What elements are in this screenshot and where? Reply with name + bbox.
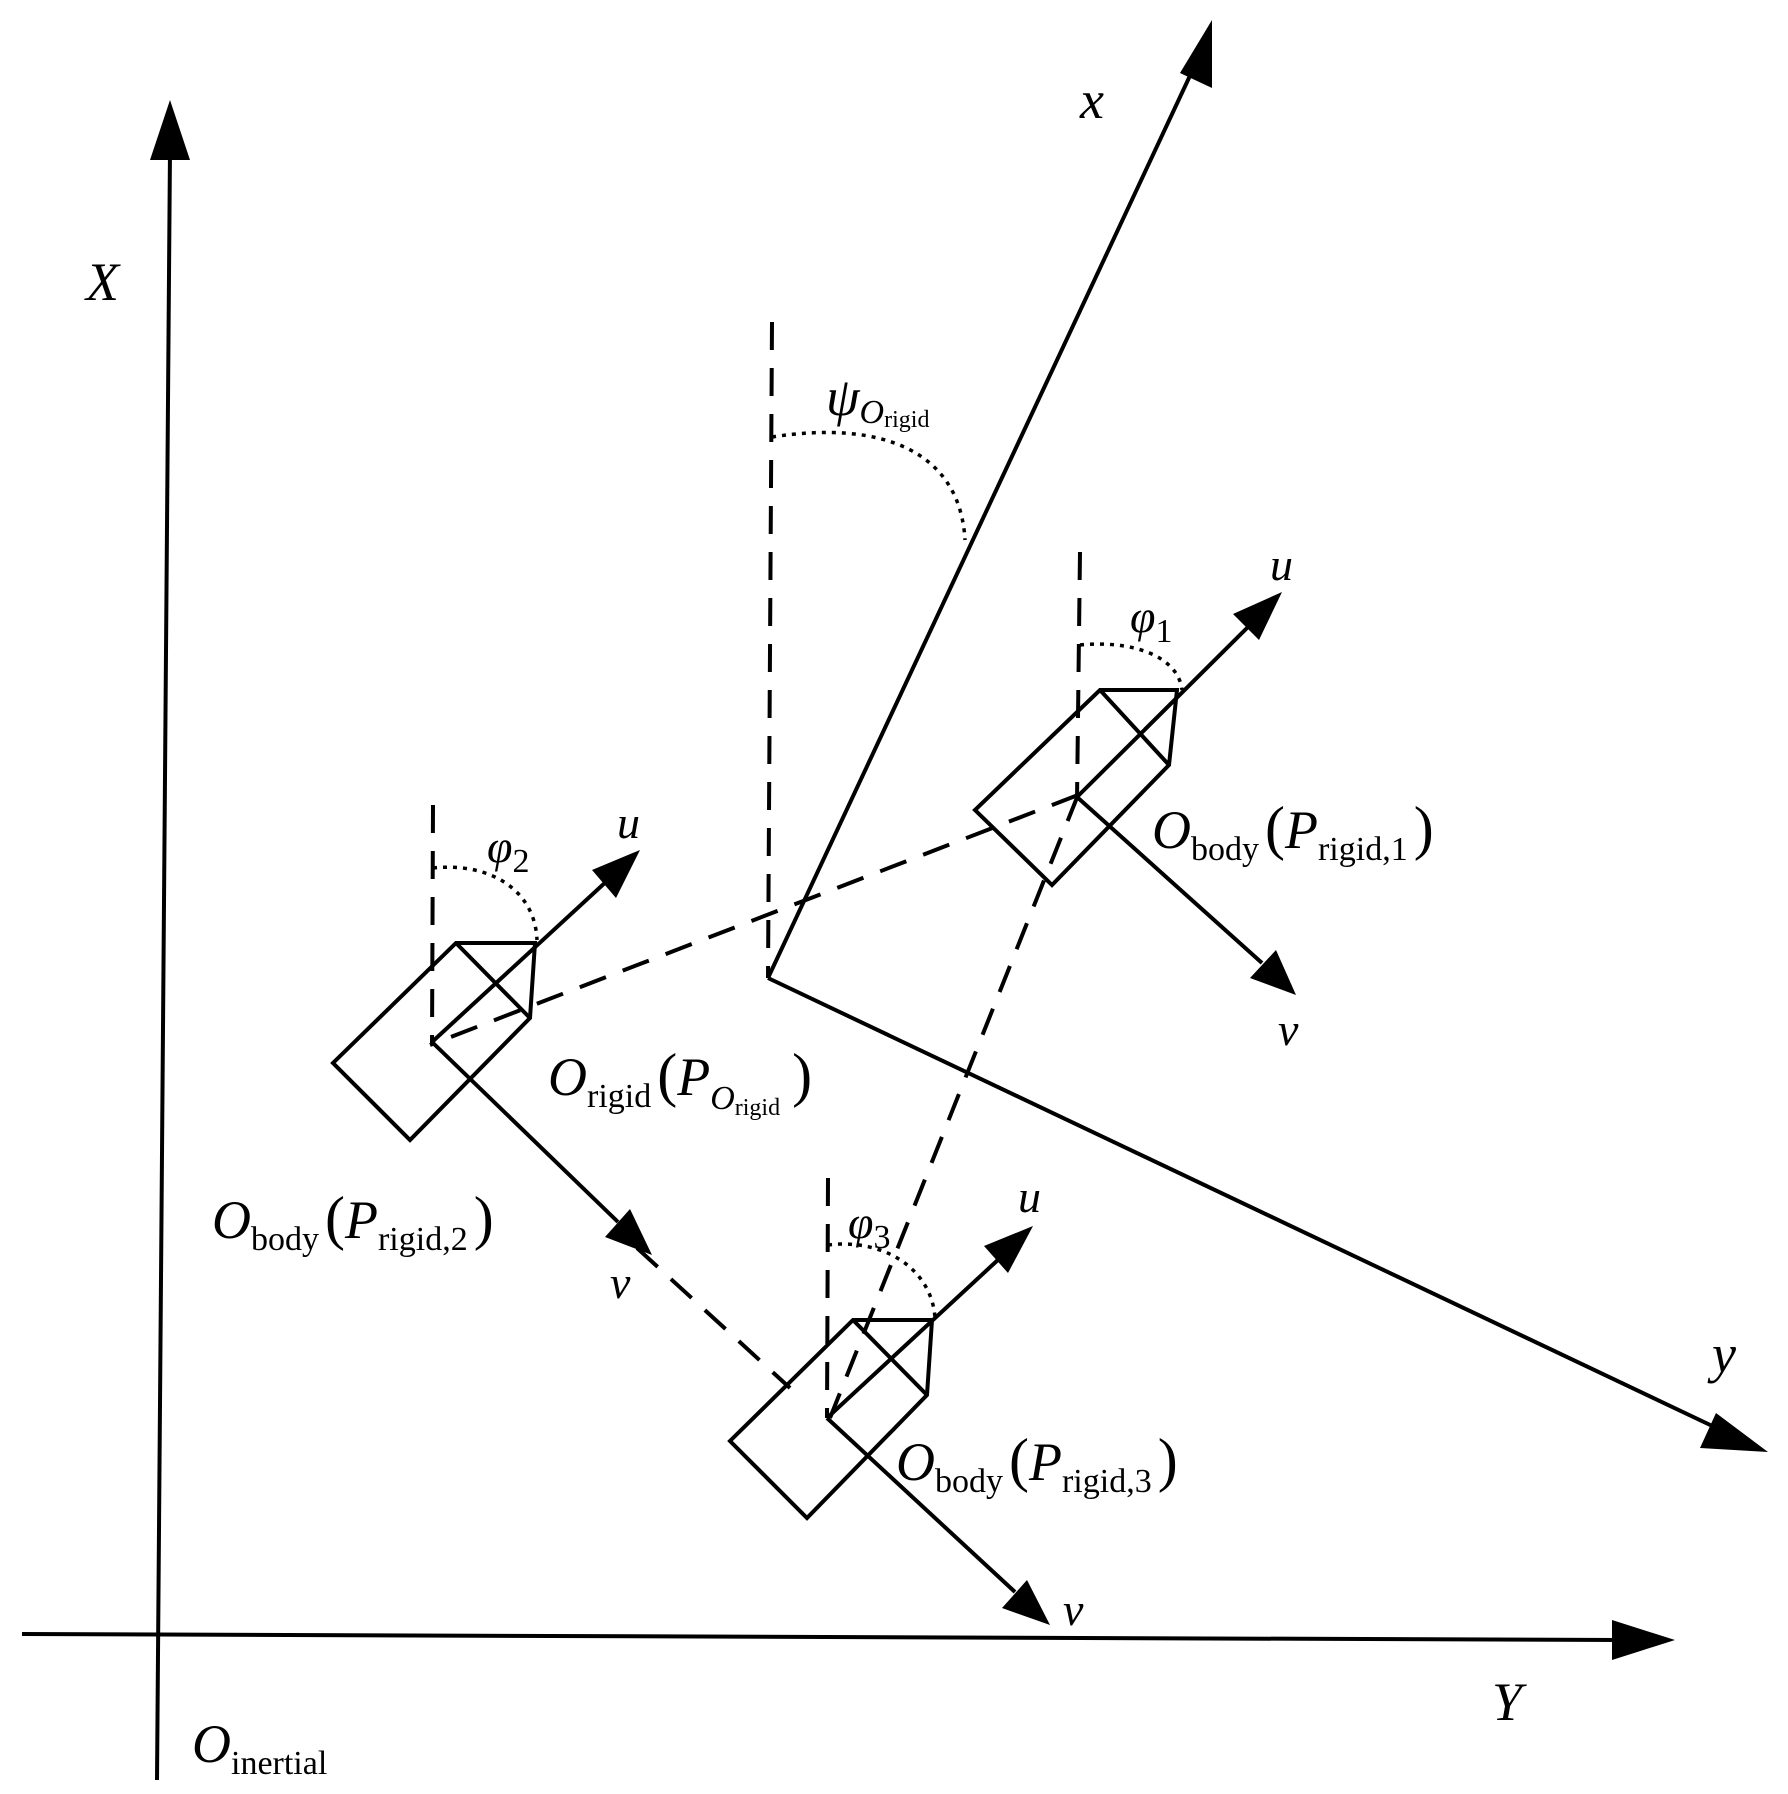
vessel-3-u-label: u [1018,1171,1041,1222]
vessel-3-v-axis [825,1416,1017,1594]
rigid-reference-line [766,321,774,979]
link-vessel-1-to-vessel-3 [828,794,1080,1419]
vessel-2-reference-line [430,804,435,1046]
vessel-3: u v φ3 Obody(Prigid,3) [727,1171,1178,1635]
inertial-x-label: X [84,252,121,312]
vessel-1-bow-line [1098,688,1171,767]
vessel-2-v-arrowhead [605,1209,652,1255]
vessel-1-v-label: v [1278,1004,1299,1055]
vessel-3-body-label: Obody(Prigid,3) [896,1427,1178,1500]
vessel-1-v-axis [1075,795,1264,965]
inertial-x-arrowhead [150,100,190,160]
rigid-x-axis [766,64,1197,979]
inertial-frame: X Y Oinertial [21,100,1675,1782]
vessel-1-reference-line [1075,551,1082,801]
link-rigid-to-vessel-1 [429,793,1079,1047]
rigid-y-arrowhead [1700,1413,1768,1452]
inertial-y-label: Y [1492,1672,1527,1732]
vessel-1-body-label: Obody(Prigid,1) [1152,795,1434,868]
vessel-1-phi-label: φ1 [1130,591,1172,650]
vessel-2-v-label: v [610,1257,631,1308]
vessel-3-u-arrowhead [984,1226,1033,1273]
vessel-2-u-arrowhead [592,850,640,898]
rigid-y-label: y [1707,1324,1736,1384]
vessel-2-u-label: u [617,797,640,848]
vessel-3-phi-label: φ3 [848,1197,890,1256]
vessel-1-u-axis [1075,623,1252,799]
formation-links [429,793,1080,1419]
rigid-heading-arc [771,430,967,541]
rigid-x-label: x [1079,70,1104,130]
inertial-y-axis [21,1632,1621,1642]
vessel-1: u v φ1 Obody(Prigid,1) [972,539,1434,1055]
vessel-1-u-label: u [1270,539,1293,590]
rigid-y-axis [767,976,1726,1434]
vessel-2-phi-label: φ2 [487,821,529,880]
vessel-3-reference-line [825,1177,830,1419]
inertial-origin-label: Oinertial [192,1714,327,1782]
vessel-3-v-arrowhead [1002,1580,1050,1625]
inertial-x-axis [155,149,172,1781]
rigid-origin-label: Origid(POrigid) [548,1042,812,1121]
rigid-frame: x y ψOrigid Origid(POrigid) [548,20,1768,1452]
rigid-heading-label: ψOrigid [826,367,929,433]
vessel-1-u-arrowhead [1233,592,1282,640]
link-vessel-2-to-vessel-3 [635,1246,792,1390]
inertial-y-arrowhead [1612,1620,1675,1660]
vessel-2: u v φ2 Obody(Prigid,2) [212,797,652,1308]
vessel-3-v-label: v [1063,1584,1084,1635]
rigid-x-arrowhead [1180,20,1212,88]
vessel-2-u-axis [430,878,610,1044]
vessel-2-bow-line [454,941,532,1020]
vessel-3-u-axis [825,1256,1002,1420]
vessel-1-v-arrowhead [1250,950,1296,995]
vessel-2-v-axis [430,1040,620,1224]
vessel-2-body-label: Obody(Prigid,2) [212,1185,494,1258]
vessel-1-heading-arc [1079,642,1184,691]
